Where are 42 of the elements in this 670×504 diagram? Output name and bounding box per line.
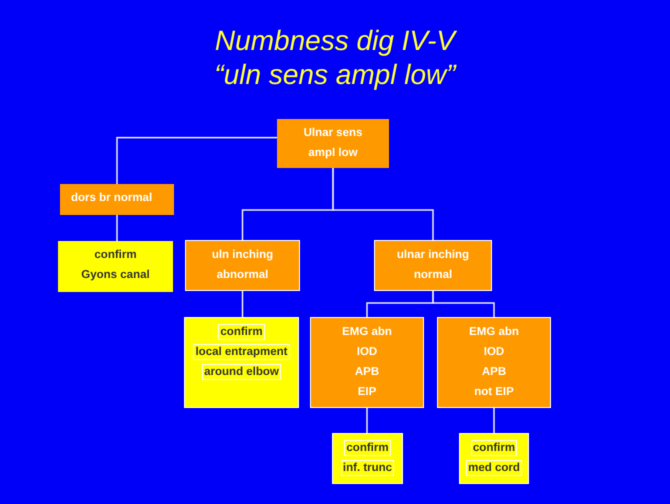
box-text: not EIP [473, 385, 515, 400]
box-text: normal [412, 268, 454, 283]
result-box [58, 241, 173, 292]
box-text: local entrapment [193, 344, 290, 360]
finding-box [277, 119, 389, 168]
finding-box [437, 317, 551, 408]
box-text: med cord [466, 460, 522, 476]
box-text: ulnar inching [396, 248, 470, 263]
box-text: inf. trunc [340, 460, 394, 476]
finding-box [374, 240, 492, 291]
result-box [184, 317, 299, 408]
box-text: IOD [482, 345, 506, 360]
box-text: EMG abn [341, 325, 393, 340]
box-text: EMG abn [468, 325, 520, 340]
box-text: confirm [344, 440, 391, 456]
box-text: Ulnar sens [302, 126, 364, 141]
finding-box [310, 317, 424, 408]
connector-line [493, 408, 495, 433]
box-text: Gyons canal [80, 268, 151, 283]
slide-title: Numbness dig IV-V “uln sens ampl low” [213, 24, 458, 92]
box-text: IOD [356, 345, 378, 360]
box-text: EIP [356, 385, 378, 400]
result-box [459, 433, 529, 484]
result-box [332, 433, 403, 484]
box-text: ampl low [307, 146, 359, 161]
connector-line [366, 408, 368, 433]
box-text: confirm [218, 324, 265, 340]
connector-line [242, 291, 244, 317]
box-text: APB [354, 365, 380, 380]
connector-line [432, 291, 495, 317]
finding-box [60, 184, 174, 215]
box-text: around elbow [202, 364, 281, 380]
box-text: abnormal [216, 268, 270, 283]
finding-box [185, 240, 300, 291]
box-text: dors br normal [70, 191, 154, 206]
connector-line [332, 168, 434, 240]
box-text: confirm [93, 248, 138, 263]
connector-line [116, 136, 277, 184]
connector-line [116, 215, 118, 241]
box-text: APB [480, 365, 508, 380]
box-text: uln inching [210, 248, 274, 263]
box-text: confirm [470, 440, 518, 456]
